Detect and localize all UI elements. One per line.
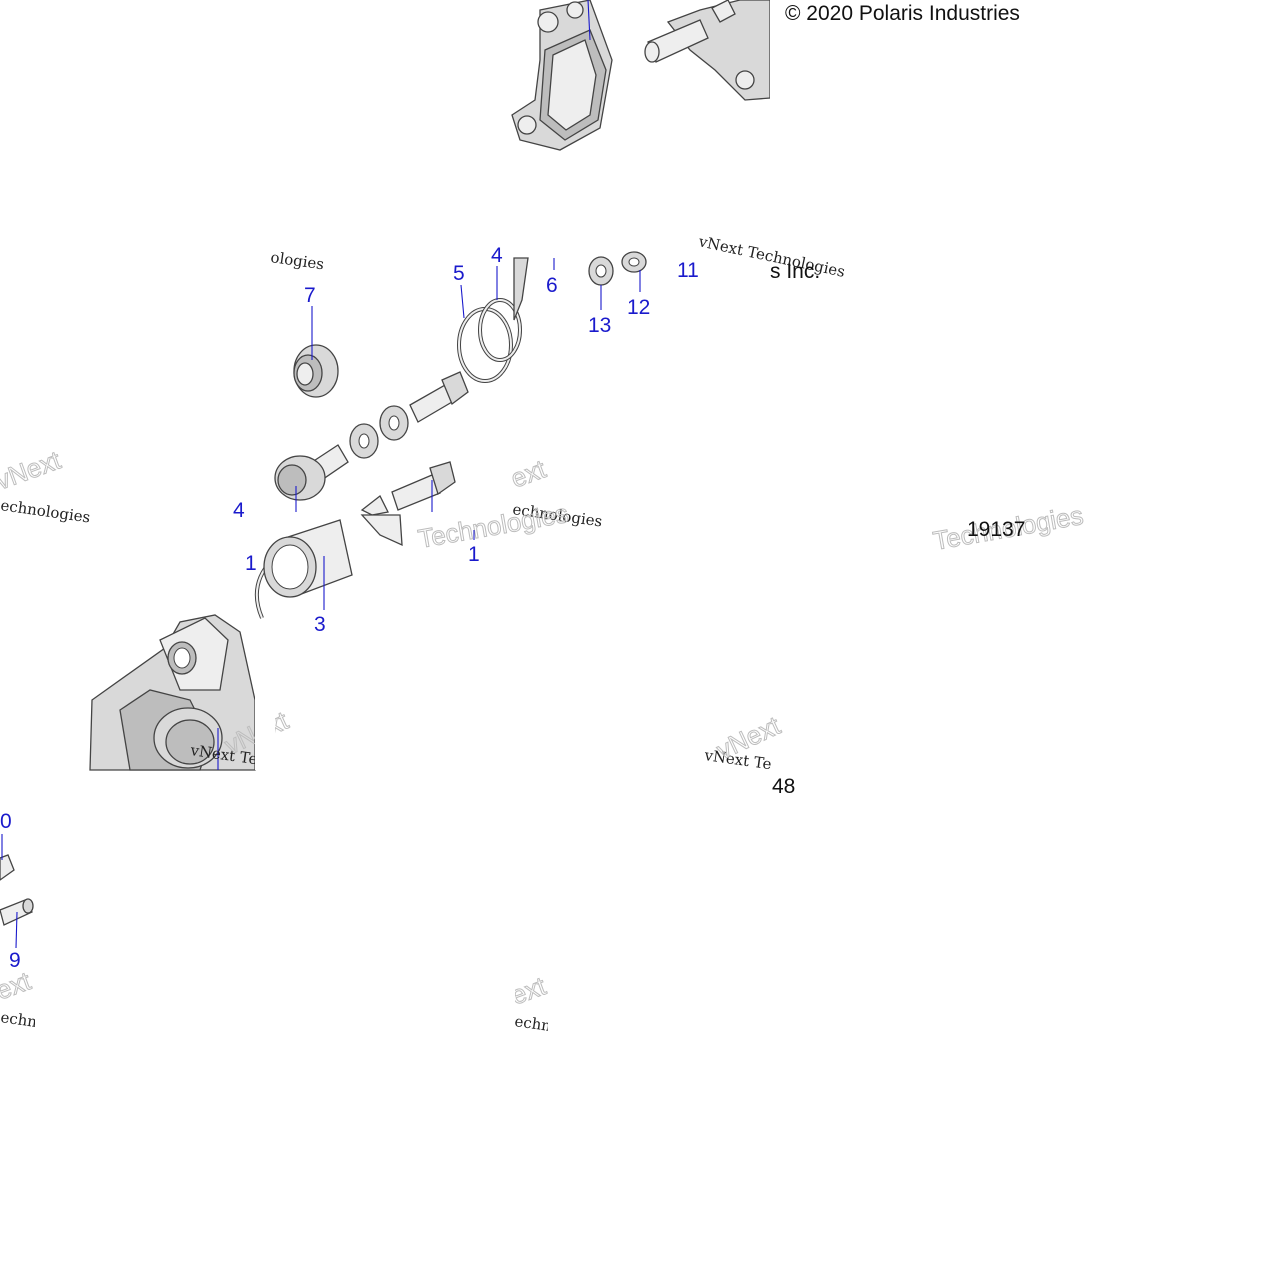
callout-1-right: 1 — [468, 543, 480, 566]
callout-4-lower: 4 — [233, 499, 245, 522]
watermark-mid-left: ologies — [269, 248, 325, 273]
watermark-outline-tech: Technologies — [416, 498, 571, 554]
copyright-text: © 2020 Polaris Industries — [785, 2, 1020, 25]
page-number: 48 — [772, 775, 795, 798]
snap-ring-pair — [457, 298, 522, 383]
brake-pad-assembly — [511, 0, 613, 151]
callout-13: 13 — [588, 314, 611, 337]
washer-pair — [349, 405, 409, 459]
callout-9: 9 — [9, 949, 21, 972]
callout-4-upper: 4 — [491, 244, 503, 267]
piston-seal — [293, 344, 339, 398]
callout-7: 7 — [304, 284, 316, 307]
callout-3: 3 — [314, 613, 326, 636]
callout-11: 11 — [677, 259, 699, 282]
copyright-tail: s Inc. — [770, 260, 820, 283]
watermark-outline-bottom-left: ext — [0, 965, 35, 1005]
callout-6: 6 — [546, 274, 558, 297]
washer-12 — [621, 251, 647, 273]
bolt-upper — [409, 371, 469, 423]
bleeder-screw — [0, 898, 34, 926]
callout-5: 5 — [453, 262, 465, 285]
bolt-lower — [391, 461, 456, 511]
callout-10: 0 — [0, 810, 12, 833]
bleeder-cap — [0, 854, 15, 881]
caliper-piston — [263, 519, 353, 598]
callout-1-left: 1 — [245, 552, 257, 575]
watermark-outline-center: ext — [507, 453, 551, 493]
caliper-body — [89, 614, 256, 771]
watermark-left: echnologies — [0, 496, 92, 526]
figure-code: 19137 — [967, 518, 1025, 541]
watermark-outline-left: vNext — [0, 444, 65, 495]
washer-13 — [588, 256, 614, 286]
callout-12: 12 — [627, 296, 650, 319]
caliper-bracket — [644, 0, 771, 101]
guide-pin — [274, 444, 349, 501]
